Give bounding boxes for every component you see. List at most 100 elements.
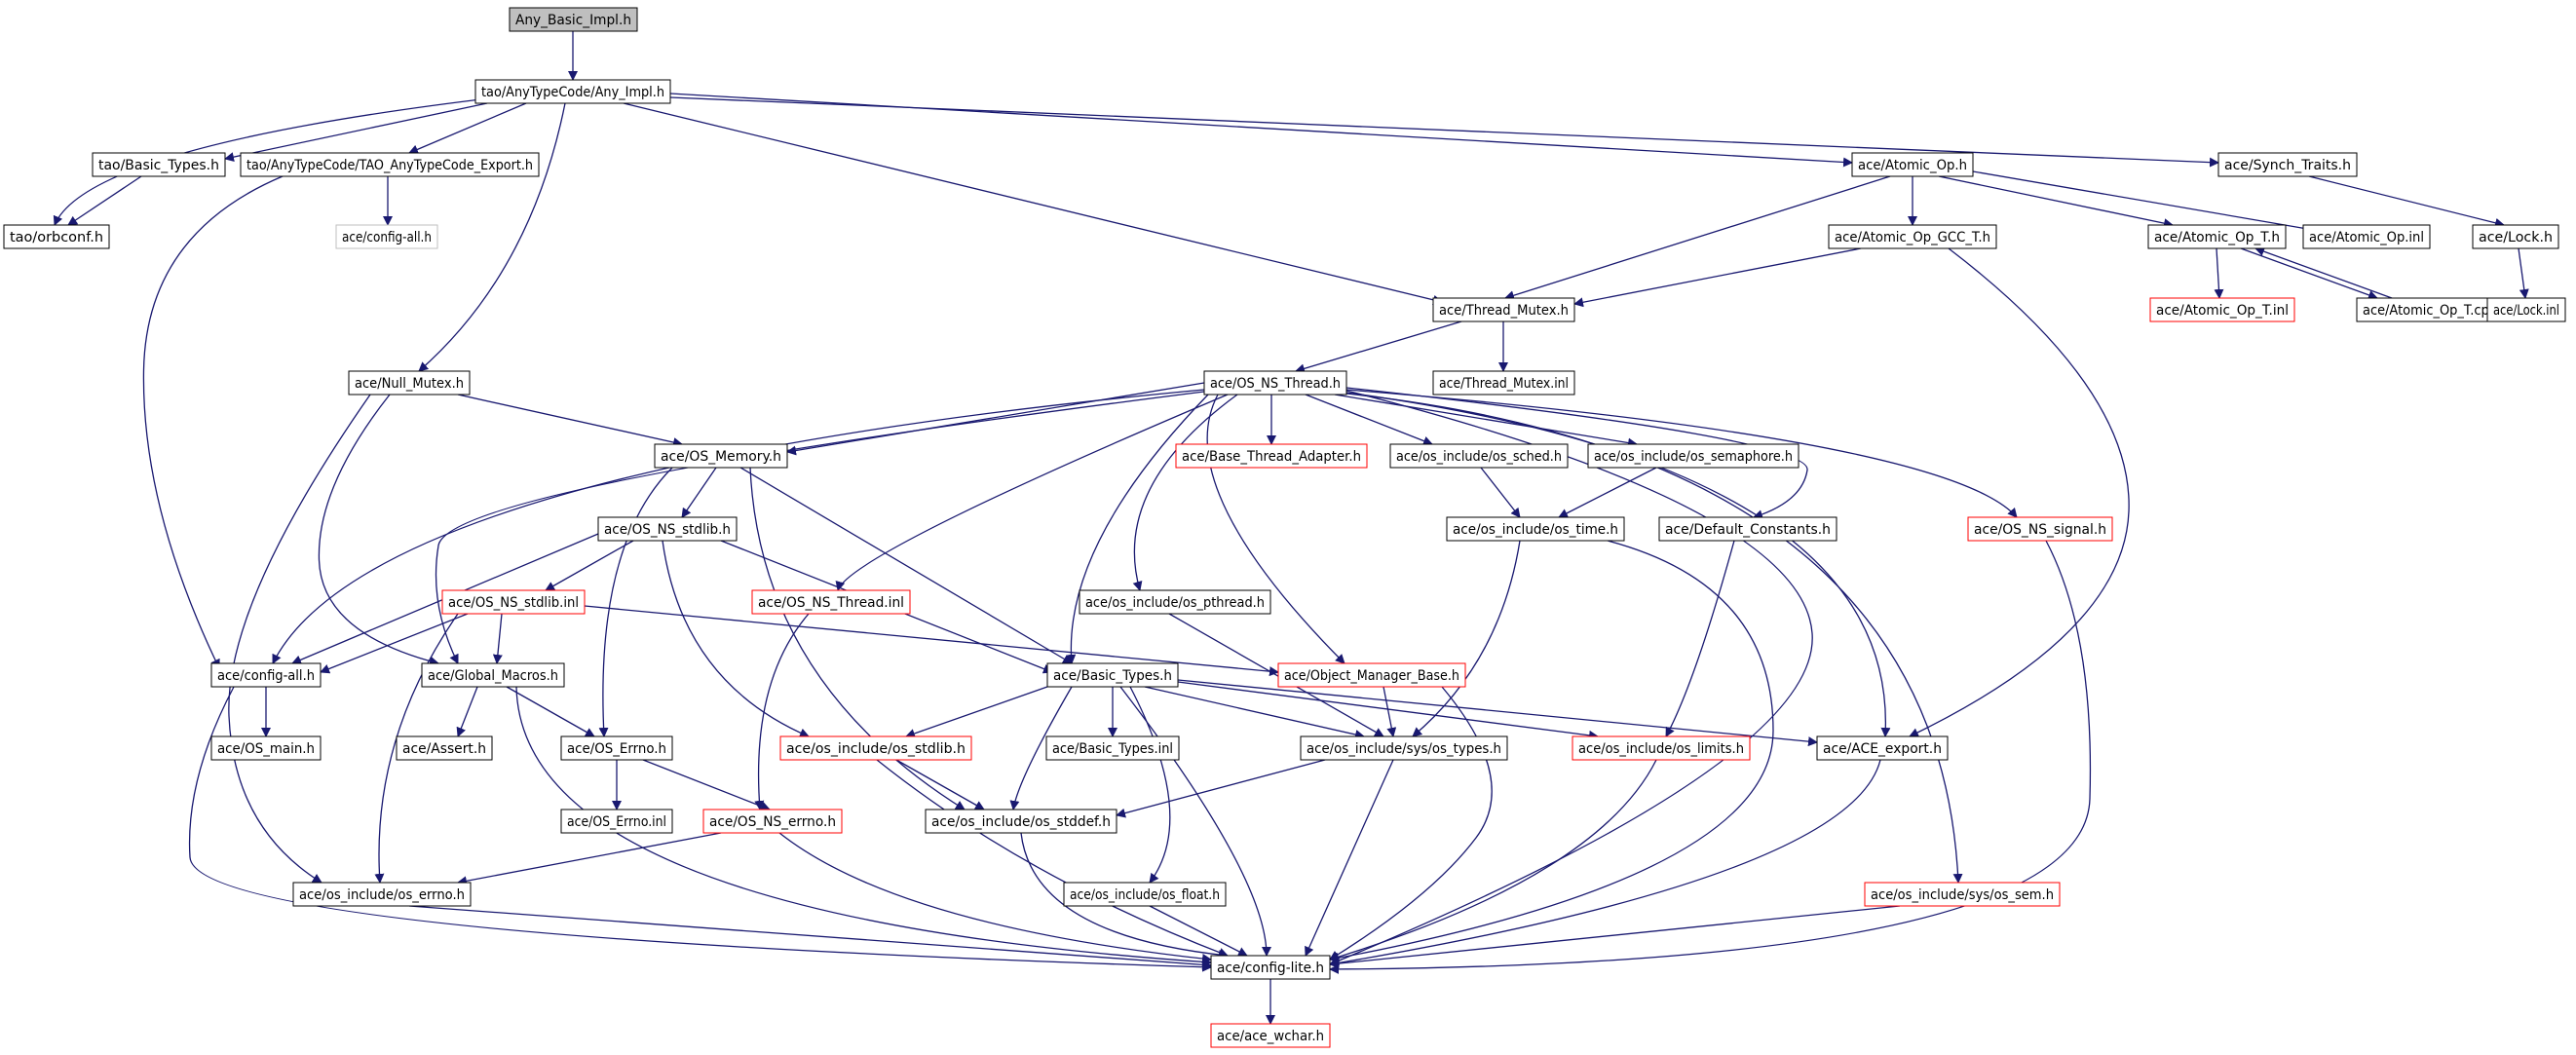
node-label: ace/os_include/os_stdlib.h — [786, 741, 966, 757]
node-os-ns-stdlib-inl[interactable]: ace/OS_NS_stdlib.inl — [441, 589, 586, 615]
node-label: tao/Basic_Types.h — [98, 158, 219, 173]
node-os-errno-h[interactable]: ace/OS_Errno.h — [560, 735, 673, 761]
edge-atomic_op_t-to-atomic_op_t_cpp — [2240, 247, 2378, 300]
node-basic-types-inl[interactable]: ace/Basic_Types.inl — [1045, 735, 1180, 761]
node-os-time[interactable]: ace/os_include/os_time.h — [1446, 516, 1625, 542]
node-os-pthread[interactable]: ace/os_include/os_pthread.h — [1079, 589, 1271, 615]
node-label: ace/os_include/os_time.h — [1453, 522, 1618, 538]
node-sys-os-sem[interactable]: ace/os_include/sys/os_sem.h — [1864, 882, 2061, 907]
node-atomic-op[interactable]: ace/Atomic_Op.h — [1851, 152, 1974, 177]
node-os-stdlib[interactable]: ace/os_include/os_stdlib.h — [779, 735, 972, 761]
edge-os_semaphore-to-os_time — [1558, 467, 1657, 518]
node-box — [1277, 662, 1466, 688]
edge-os_memory-to-os_ns_stdlib — [681, 467, 717, 518]
node-label: tao/AnyTypeCode/TAO_AnyTypeCode_Export.h — [246, 158, 533, 173]
node-lock[interactable]: ace/Lock.h — [2472, 224, 2559, 249]
edge-os_time-to-config_lite — [1329, 540, 1774, 963]
edge-os_ns_stdlib-to-os_stdlib — [662, 540, 810, 738]
node-box — [421, 662, 565, 688]
node-label: ace/Object_Manager_Base.h — [1284, 668, 1459, 684]
node-sys-os-types[interactable]: ace/os_include/sys/os_types.h — [1300, 735, 1508, 761]
node-thread-mutex[interactable]: ace/Thread_Mutex.h — [1432, 297, 1575, 322]
node-os-ns-thread[interactable]: ace/OS_NS_Thread.h — [1203, 370, 1347, 396]
file-nodes: Any_Basic_Impl.h tao/AnyTypeCode/Any_Impl… — [3, 7, 2566, 1048]
node-base-thread-adapter[interactable]: ace/Base_Thread_Adapter.h — [1175, 443, 1368, 469]
node-label: tao/AnyTypeCode/Any_Impl.h — [481, 85, 664, 100]
node-assert[interactable]: ace/Assert.h — [396, 735, 493, 761]
node-config-all[interactable]: ace/config-all.h — [210, 662, 322, 688]
node-ace-wchar[interactable]: ace/ace_wchar.h — [1210, 1023, 1331, 1048]
node-synch-traits[interactable]: ace/Synch_Traits.h — [2217, 152, 2358, 177]
node-os-stddef[interactable]: ace/os_include/os_stddef.h — [925, 809, 1118, 834]
node-label: tao/orbconf.h — [10, 230, 103, 245]
node-box — [210, 662, 322, 688]
node-tao-anytypecode-export[interactable]: tao/AnyTypeCode/TAO_AnyTypeCode_Export.h — [240, 152, 540, 177]
node-os-errno-inl[interactable]: ace/OS_Errno.inl — [560, 809, 673, 834]
edge-tao_basic_types-to-orbconf — [67, 175, 142, 226]
edge-os_sched-to-os_time — [1480, 467, 1521, 518]
node-config-all-ghost[interactable]: ace/config-all.h — [335, 224, 438, 249]
edge-any_impl-to-tao_basic_types — [224, 102, 488, 163]
node-atomic-op-t-cpp[interactable]: ace/Atomic_Op_T.cpp — [2356, 297, 2504, 322]
edge-os_ns_stdlib_inl-to-global_macros — [492, 613, 503, 664]
edge-lock-to-lock_inl — [2518, 247, 2529, 299]
node-os-ns-errno[interactable]: ace/OS_NS_errno.h — [702, 809, 843, 834]
node-ace-export[interactable]: ace/ACE_export.h — [1816, 735, 1949, 761]
node-box — [1967, 516, 2113, 542]
node-ace-basic-types[interactable]: ace/Basic_Types.h — [1046, 662, 1179, 688]
node-box — [292, 882, 472, 907]
node-atomic-op-inl[interactable]: ace/Atomic_Op.inl — [2302, 224, 2431, 249]
node-os-ns-stdlib[interactable]: ace/OS_NS_stdlib.h — [597, 516, 738, 542]
node-label: ace/os_include/os_limits.h — [1578, 741, 1744, 757]
node-label: ace/os_include/os_float.h — [1070, 887, 1220, 903]
node-box — [1864, 882, 2061, 907]
node-default-constants[interactable]: ace/Default_Constants.h — [1658, 516, 1837, 542]
node-orbconf[interactable]: tao/orbconf.h — [3, 224, 110, 249]
node-box — [1079, 589, 1271, 615]
node-label: ace/OS_NS_stdlib.inl — [448, 595, 579, 611]
node-box — [509, 7, 638, 32]
node-os-sched[interactable]: ace/os_include/os_sched.h — [1389, 443, 1569, 469]
node-box — [1045, 735, 1180, 761]
node-thread-mutex-inl[interactable]: ace/Thread_Mutex.inl — [1432, 370, 1575, 396]
node-os-main[interactable]: ace/OS_main.h — [210, 735, 322, 761]
node-os-memory[interactable]: ace/OS_Memory.h — [654, 443, 788, 469]
node-os-ns-thread-inl[interactable]: ace/OS_NS_Thread.inl — [751, 589, 911, 615]
node-os-float[interactable]: ace/os_include/os_float.h — [1063, 882, 1227, 907]
node-box — [1828, 224, 1997, 249]
node-null-mutex[interactable]: ace/Null_Mutex.h — [348, 370, 471, 396]
node-atomic-op-t[interactable]: ace/Atomic_Op_T.h — [2147, 224, 2287, 249]
edge-os_ns_thread-to-ace_export — [1345, 392, 1891, 737]
node-atomic-op-gcc-t[interactable]: ace/Atomic_Op_GCC_T.h — [1828, 224, 1997, 249]
edge-null_mutex-to-global_macros — [318, 394, 439, 666]
node-box — [2486, 297, 2566, 322]
edge-ace_basic_types-to-os_float — [1129, 686, 1171, 884]
edge-sys_os_sem-to-config_lite — [1329, 905, 1901, 969]
node-os-semaphore[interactable]: ace/os_include/os_semaphore.h — [1587, 443, 1799, 469]
node-any-impl[interactable]: tao/AnyTypeCode/Any_Impl.h — [474, 79, 671, 104]
edge-os_ns_errno-to-config_lite — [778, 832, 1212, 964]
edge-atomic_op_t_cpp-to-atomic_op_t — [2254, 246, 2393, 299]
node-os-ns-signal[interactable]: ace/OS_NS_signal.h — [1967, 516, 2113, 542]
node-config-lite[interactable]: ace/config-lite.h — [1210, 955, 1331, 980]
node-os-include-errno[interactable]: ace/os_include/os_errno.h — [292, 882, 472, 907]
edge-os_float-to-config_lite — [1149, 905, 1248, 957]
node-atomic-op-t-inl[interactable]: ace/Atomic_Op_T.inl — [2149, 297, 2295, 322]
node-label: ace/ACE_export.h — [1823, 741, 1942, 757]
node-box — [925, 809, 1118, 834]
node-box — [348, 370, 471, 396]
edge-atomic_op-to-atomic_op_t — [1938, 175, 2174, 229]
edge-ace_basic_types-to-sys_os_types — [1144, 686, 1365, 739]
node-box — [1816, 735, 1949, 761]
node-tao-basic-types[interactable]: tao/Basic_Types.h — [92, 152, 226, 177]
node-box — [702, 809, 843, 834]
node-label: ace/OS_NS_errno.h — [709, 814, 836, 830]
node-any-basic-impl[interactable]: Any_Basic_Impl.h — [509, 7, 638, 32]
node-label: ace/os_include/os_stddef.h — [931, 814, 1111, 830]
node-global-macros[interactable]: ace/Global_Macros.h — [421, 662, 565, 688]
edge-os_ns_stdlib-to-os_ns_stdlib_inl — [545, 540, 634, 591]
node-label: ace/os_include/os_semaphore.h — [1594, 449, 1793, 465]
node-lock-inl[interactable]: ace/Lock.inl — [2486, 297, 2566, 322]
node-os-limits[interactable]: ace/os_include/os_limits.h — [1572, 735, 1751, 761]
node-object-manager-base[interactable]: ace/Object_Manager_Base.h — [1277, 662, 1466, 688]
